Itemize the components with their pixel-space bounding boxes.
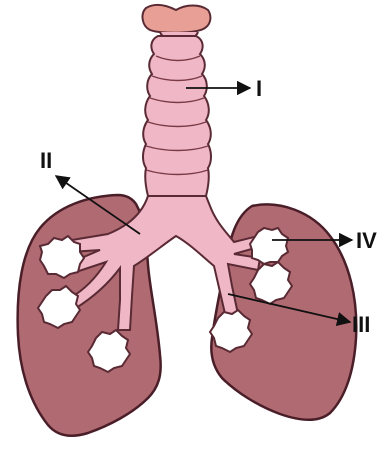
larynx [143, 5, 211, 33]
label-iv: IV [356, 228, 377, 253]
label-i: I [256, 76, 262, 101]
label-ii: II [40, 148, 52, 173]
label-iii: III [352, 312, 370, 337]
